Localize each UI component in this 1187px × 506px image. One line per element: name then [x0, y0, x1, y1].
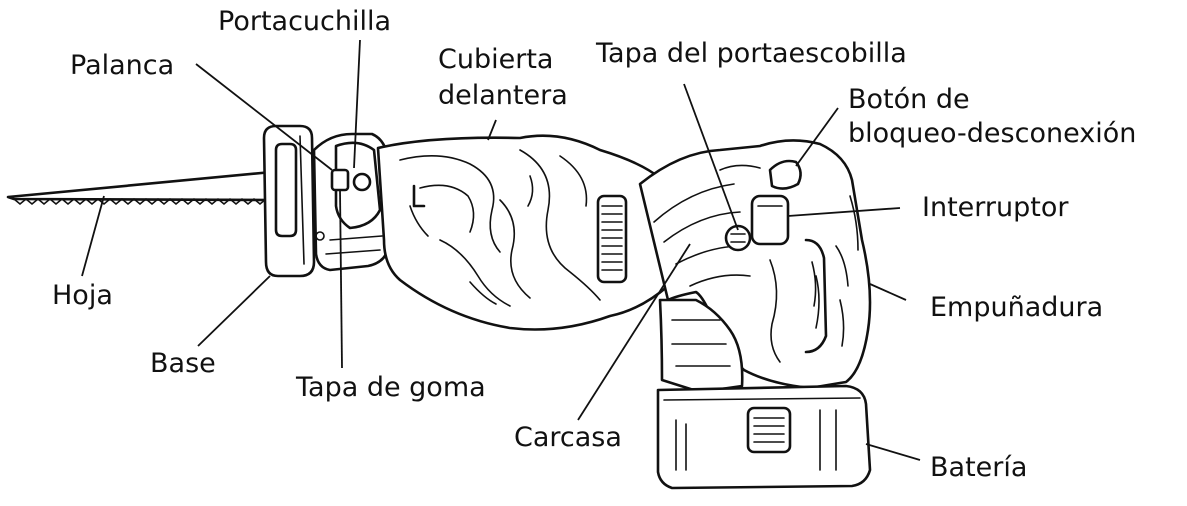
label-carcasa: Carcasa: [514, 422, 622, 453]
label-interruptor: Interruptor: [922, 192, 1069, 223]
label-portacuchilla: Portacuchilla: [218, 6, 391, 37]
label-tapa-de-goma: Tapa de goma: [295, 372, 486, 403]
labels: Portacuchilla Palanca Cubierta delantera…: [52, 6, 1136, 483]
label-base: Base: [150, 348, 216, 379]
base-shoe: [262, 124, 316, 278]
label-bloqueo-desconexion: bloqueo-desconexión: [848, 118, 1136, 149]
label-cubierta: Cubierta: [438, 44, 553, 75]
lower-grip: [658, 298, 744, 394]
leader-lines: [81, 39, 921, 461]
label-delantera: delantera: [438, 80, 568, 111]
label-empunadura: Empuñadura: [930, 292, 1103, 323]
battery: [656, 384, 872, 490]
housing: [638, 139, 872, 390]
label-boton-de: Botón de: [848, 84, 970, 115]
label-hoja: Hoja: [52, 280, 113, 311]
label-bateria: Batería: [930, 452, 1027, 483]
label-tapa-portaescobilla: Tapa del portaescobilla: [595, 38, 907, 69]
blade: [6, 170, 274, 206]
label-palanca: Palanca: [70, 50, 174, 81]
front-cover: [376, 134, 670, 331]
